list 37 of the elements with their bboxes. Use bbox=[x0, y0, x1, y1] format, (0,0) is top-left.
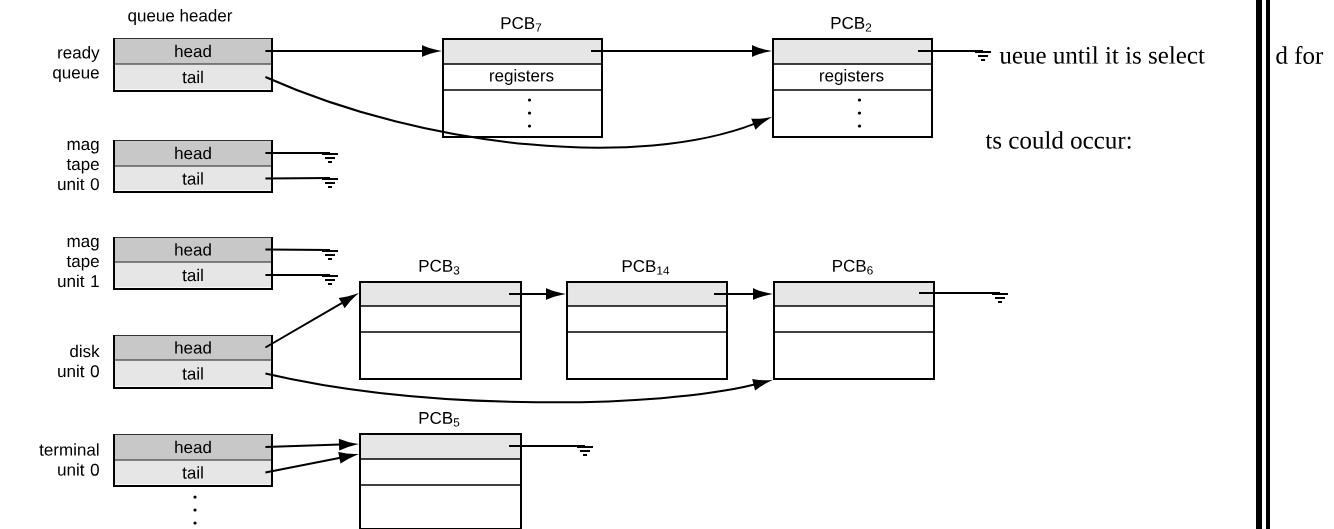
side-label: ready queue bbox=[53, 46, 100, 82]
pcb-label: PCB$_{7}$ bbox=[501, 17, 542, 32]
pcb-label: PCB$_{6}$ bbox=[833, 259, 873, 275]
pointer-field: tail bbox=[112, 359, 274, 387]
pointer-field: head bbox=[115, 434, 271, 460]
pcb-label: PCB$_{14}$ bbox=[622, 260, 670, 275]
ground-symbol bbox=[576, 446, 594, 456]
pcb-label: PCB$_{5}$ bbox=[419, 411, 460, 427]
label: queue header bbox=[128, 9, 233, 25]
pcb-label: PCB$_{3}$ bbox=[419, 259, 460, 275]
pcb-box: registers bbox=[771, 38, 933, 138]
background-text: d for bbox=[1276, 46, 1324, 64]
pointer-field: tail bbox=[112, 261, 274, 288]
pointer-field: head bbox=[115, 237, 271, 262]
background-text: ts could occur: bbox=[985, 131, 1131, 149]
ground-symbol bbox=[321, 250, 339, 260]
side-label: disk unit 0 bbox=[58, 344, 100, 378]
pointer-field: head bbox=[115, 335, 271, 360]
ground-symbol bbox=[321, 153, 339, 163]
background-text: ueue until it is select bbox=[999, 46, 1205, 64]
side-label: terminal unit 0 bbox=[39, 443, 99, 476]
pointer-field: tail bbox=[112, 165, 274, 191]
ground-symbol bbox=[321, 178, 339, 188]
side-label: mag tape unit 0 bbox=[58, 140, 99, 191]
pcb-box: registers bbox=[441, 38, 603, 138]
arrow bbox=[264, 372, 770, 404]
pointer-field: tail bbox=[112, 63, 274, 90]
side-label: mag tape unit 1 bbox=[58, 237, 99, 288]
arrow bbox=[264, 294, 356, 349]
pointer-field: head bbox=[115, 140, 271, 166]
ground-symbol bbox=[974, 51, 992, 61]
pcb-label: PCB$_{2}$ bbox=[831, 16, 872, 32]
pointer-field: head bbox=[115, 38, 271, 64]
pointer-field: tail bbox=[112, 459, 274, 485]
ground-symbol bbox=[321, 275, 339, 285]
ground-symbol bbox=[991, 293, 1009, 303]
arrow bbox=[264, 76, 769, 149]
